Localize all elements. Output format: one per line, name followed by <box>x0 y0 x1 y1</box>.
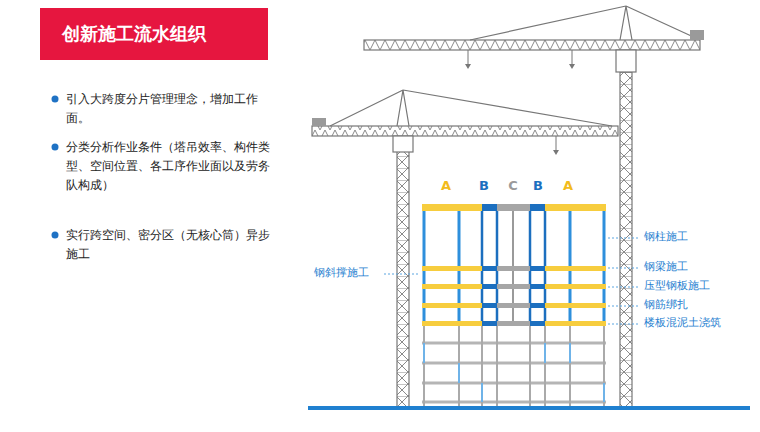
floor-beam <box>497 321 530 326</box>
bullet-text: 引入大跨度分片管理理念，增加工作面。 <box>66 90 272 128</box>
floor-beam <box>530 284 545 289</box>
floor-beam <box>482 321 497 326</box>
floor-beam <box>545 321 606 326</box>
floor-beam <box>482 303 497 308</box>
process-label: 钢柱施工 <box>644 230 688 244</box>
floor-beam <box>545 284 606 289</box>
process-label: 压型钢板施工 <box>644 279 710 293</box>
floor-beam <box>422 266 482 271</box>
floor-beam <box>482 284 497 289</box>
floor-beam <box>497 303 530 308</box>
floor-beam <box>422 321 482 326</box>
title-band: 创新施工流水组织 <box>40 8 268 60</box>
floor-beam <box>545 266 606 271</box>
bullet-text: 分类分析作业条件（塔吊效率、构件类型、空间位置、各工序作业面以及劳务队构成） <box>66 138 272 196</box>
floor-beam <box>545 303 606 308</box>
floor-beam <box>497 266 530 271</box>
bullet-text: 实行跨空间、密分区（无核心筒）异步施工 <box>66 226 272 264</box>
floor-beam <box>497 284 530 289</box>
floor-beam <box>422 204 482 211</box>
slide-title: 创新施工流水组织 <box>62 22 206 46</box>
floor-beam <box>422 284 482 289</box>
floor-beam <box>497 204 530 211</box>
floor-beam <box>530 204 545 211</box>
zone-letter: B <box>476 176 492 197</box>
process-label: 钢斜撑施工 <box>314 266 369 280</box>
process-label: 钢梁施工 <box>644 260 688 274</box>
process-label: 钢筋绑扎 <box>644 298 688 312</box>
process-label: 楼板混泥土浇筑 <box>644 316 721 330</box>
floor-beam <box>545 204 606 211</box>
floor-beam <box>530 303 545 308</box>
zone-letter: A <box>560 176 576 197</box>
zone-letter: B <box>530 176 546 197</box>
floor-beam <box>482 204 497 211</box>
zone-letter: C <box>505 176 521 197</box>
zone-letter: A <box>438 176 454 197</box>
floor-beam <box>422 303 482 308</box>
floor-beam <box>530 321 545 326</box>
floor-beam <box>482 266 497 271</box>
floor-beam <box>530 266 545 271</box>
